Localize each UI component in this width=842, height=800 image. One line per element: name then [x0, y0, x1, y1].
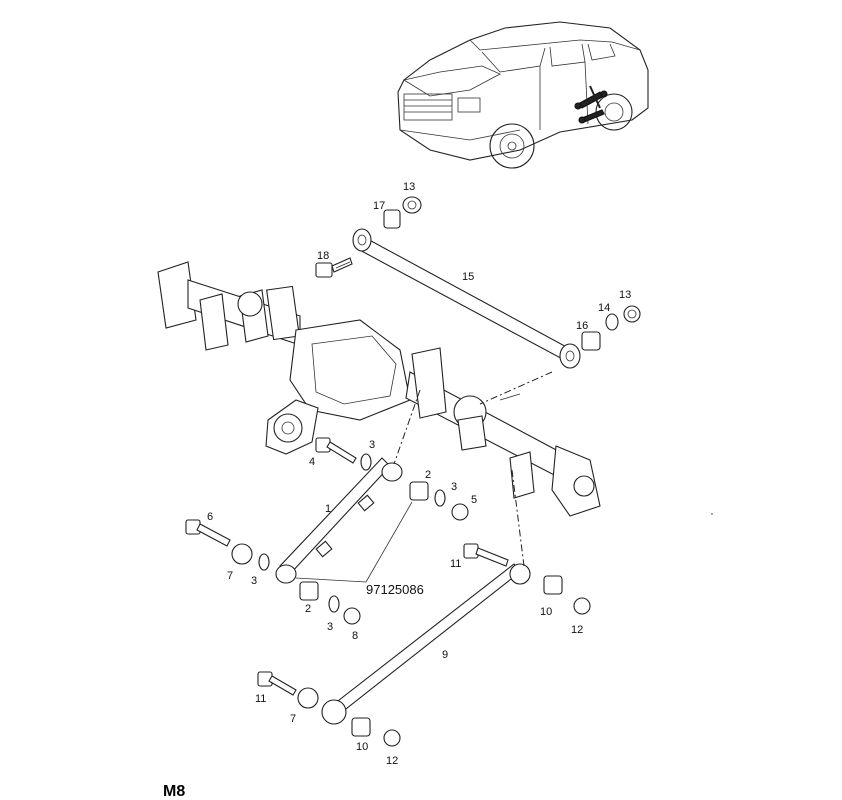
rear-axle-housing: [157, 261, 601, 517]
callout-1: 1: [325, 503, 331, 515]
callout-7: 7: [290, 713, 296, 725]
callout-7: 7: [227, 570, 233, 582]
callout-3: 3: [251, 575, 257, 587]
callout-12: 12: [571, 624, 583, 636]
callout-5: 5: [471, 494, 477, 506]
callout-14: 14: [598, 302, 610, 314]
callout-16: 16: [576, 320, 588, 332]
callout-11: 11: [255, 693, 266, 705]
lower-control-arm-assembly: [185, 437, 469, 625]
callout-11: 11: [450, 558, 461, 570]
part-number-label: 97125086: [366, 582, 424, 597]
alignment-lines: [393, 371, 553, 567]
part-number-leaders: [295, 501, 413, 583]
callout-10: 10: [356, 741, 368, 753]
callout-13: 13: [619, 289, 631, 301]
callout-17: 17: [373, 200, 385, 212]
callout-12: 12: [386, 755, 398, 767]
callout-labels: 13 17 18 15 14 13 16 3 4 2 3 5 1 6 7 3 1…: [207, 181, 631, 767]
callout-18: 18: [317, 250, 329, 262]
callout-3: 3: [369, 439, 375, 451]
trailing-arm-assembly: [257, 543, 591, 747]
callout-9: 9: [442, 649, 448, 661]
callout-4: 4: [309, 456, 315, 468]
callout-3: 3: [327, 621, 333, 633]
suv-vehicle-icon: [397, 21, 649, 169]
callout-13: 13: [403, 181, 415, 193]
callout-8: 8: [352, 630, 358, 642]
callout-15: 15: [462, 271, 474, 283]
callout-2: 2: [305, 603, 311, 615]
callout-2: 2: [425, 469, 431, 481]
callout-10: 10: [540, 606, 552, 618]
page-code-label: M8: [163, 783, 185, 800]
stray-dot: [711, 513, 713, 515]
lateral-rod-assembly: [315, 196, 641, 369]
callout-3: 3: [451, 481, 457, 493]
callout-6: 6: [207, 511, 213, 523]
